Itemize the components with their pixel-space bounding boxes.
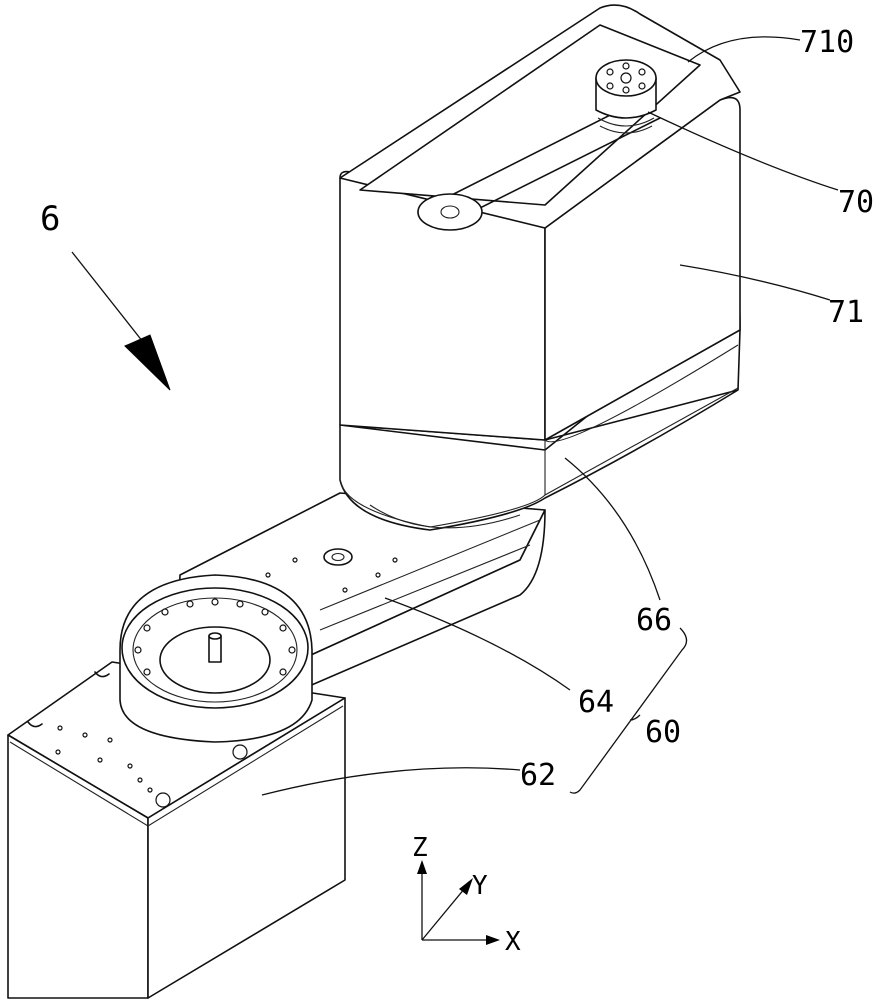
x-axis-arrow — [486, 935, 500, 945]
label-70: 70 — [838, 185, 874, 220]
base-hole — [156, 793, 170, 807]
assembly-arrow-head — [125, 335, 170, 390]
upper-housing — [340, 5, 740, 530]
label-71: 71 — [828, 295, 864, 330]
label-62: 62 — [520, 758, 556, 793]
coordinate-axes: Z Y X — [412, 833, 521, 957]
assembly-arrow-shaft — [72, 252, 143, 342]
spindle-top — [209, 633, 221, 639]
spindle — [209, 636, 221, 662]
label-66: 66 — [636, 603, 672, 638]
y-axis-label: Y — [472, 871, 488, 901]
z-axis-label: Z — [412, 833, 428, 863]
pulley-small — [418, 194, 482, 230]
y-axis-line — [422, 888, 465, 940]
x-axis-label: X — [505, 927, 521, 957]
base-hole — [233, 745, 247, 759]
assembly-arrow — [72, 252, 170, 390]
label-assembly-6: 6 — [40, 199, 60, 239]
arm-boss — [324, 549, 352, 565]
label-60: 60 — [645, 715, 681, 750]
bracket-60-tick — [630, 715, 640, 720]
label-64: 64 — [578, 685, 614, 720]
label-710: 710 — [800, 25, 854, 60]
